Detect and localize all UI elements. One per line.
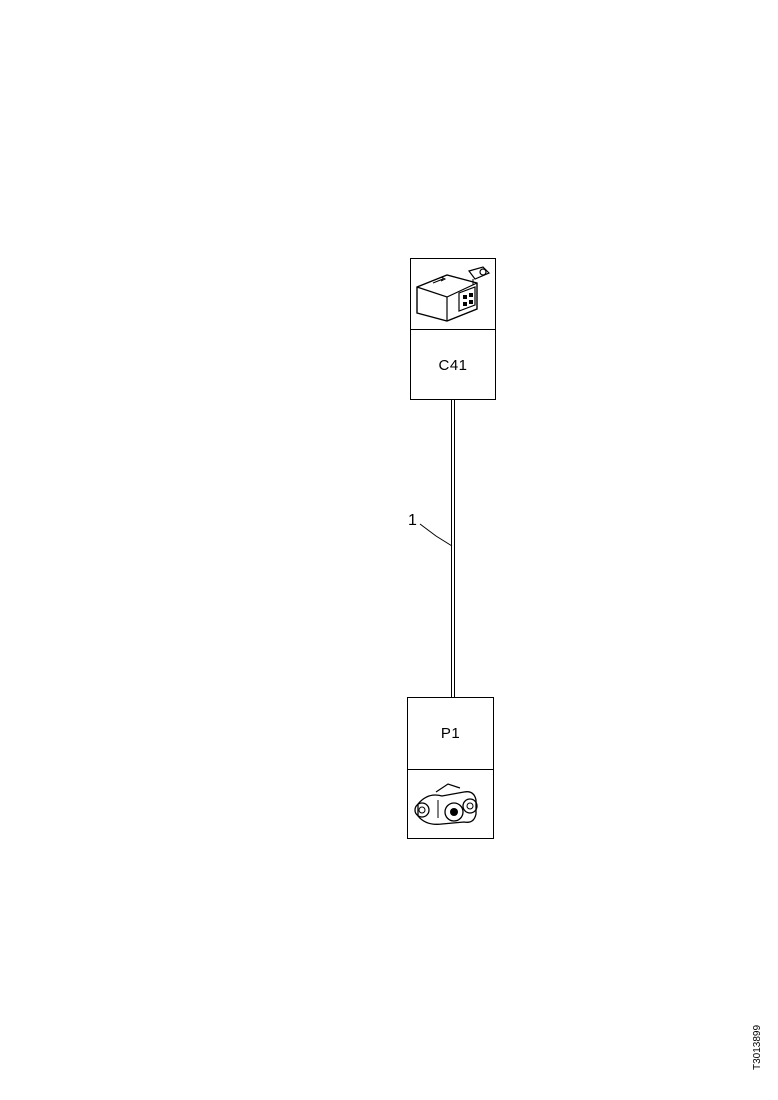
pump-icon: [408, 769, 493, 840]
wire-callout-number: 1: [408, 512, 417, 529]
component-label-p1: P1: [440, 725, 461, 742]
component-label-c41: C41: [438, 357, 468, 374]
drawing-reference-code: T3013899: [752, 1024, 763, 1070]
control-unit-icon: [411, 259, 495, 330]
wire-1-core: [452, 400, 454, 697]
component-c41: C41: [410, 258, 496, 400]
component-p1: P1: [407, 697, 494, 839]
